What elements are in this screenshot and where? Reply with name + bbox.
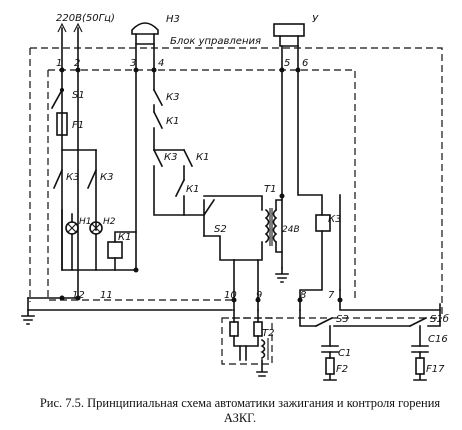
supply-label: 220В(50Гц) <box>56 13 115 24</box>
fuse-t2b <box>253 321 263 337</box>
fuse-f1 <box>56 112 68 136</box>
label-s3: S3 <box>336 314 349 325</box>
label-k3-coil: К3 <box>328 214 341 225</box>
fuse-t2a <box>229 321 239 337</box>
label-t2: Т2 <box>262 328 274 339</box>
terminal-11: 11 <box>100 290 113 301</box>
horn-h3-icon <box>131 22 159 45</box>
sensor-f17 <box>415 357 425 375</box>
y-wire-6 <box>297 45 323 216</box>
relay-coil-k3 <box>315 214 331 232</box>
t2-block-boundary <box>221 317 273 365</box>
contact-k1-mid <box>182 148 194 168</box>
label-h3: Н3 <box>166 14 180 25</box>
label-k3-mid: К3 <box>164 152 177 163</box>
label-k1-upper: К1 <box>166 116 179 127</box>
label-k1-lower: К1 <box>186 184 199 195</box>
circuit-diagram: 220В(50Гц) Блок управления Н3 У 1 2 3 4 … <box>21 13 449 381</box>
terminal-2: 2 <box>74 58 80 69</box>
terminal-8: 8 <box>300 290 306 301</box>
label-k3-right: К3 <box>100 172 113 183</box>
contact-k1-upper <box>152 110 164 130</box>
terminal-12: 12 <box>72 290 85 301</box>
capacitor-c1 <box>321 345 339 353</box>
label-k1-coil: К1 <box>118 232 131 243</box>
control-block-boundary <box>29 47 443 319</box>
sensor-f2 <box>325 357 335 375</box>
switch-s1 <box>50 88 64 110</box>
label-s2: S2 <box>214 224 227 235</box>
terminal-5: 5 <box>284 58 290 69</box>
label-s1: S1 <box>72 90 85 101</box>
label-s1b: S1б <box>430 313 449 325</box>
terminal-7: 7 <box>328 290 335 301</box>
label-24v: 24В <box>282 225 300 235</box>
label-k3-upper: К3 <box>166 92 179 103</box>
supply-wire-2 <box>27 27 79 299</box>
label-f2: F2 <box>336 364 348 375</box>
label-t1: Т1 <box>264 184 276 195</box>
switch-s2 <box>202 198 216 237</box>
block-label: Блок управления <box>170 36 261 47</box>
label-y: У <box>312 14 319 25</box>
figure-caption: Рис. 7.5. Принципиальная схема автоматик… <box>39 396 441 425</box>
terminal-4: 4 <box>158 58 164 69</box>
label-f17: F17 <box>426 364 445 375</box>
capacitor-c16 <box>411 345 429 353</box>
junction-dots <box>59 67 343 303</box>
label-k3-left: К3 <box>66 172 79 183</box>
contact-k3-left <box>52 168 64 190</box>
label-h2: Н2 <box>103 217 116 227</box>
label-f1: F1 <box>72 120 84 131</box>
ground-t1-icon <box>275 267 289 283</box>
device-y-icon <box>273 23 305 47</box>
contact-k1-lower <box>174 178 186 198</box>
label-c1: С1 <box>338 348 351 359</box>
terminal-9: 9 <box>256 290 262 301</box>
switch-s3 <box>314 316 334 328</box>
terminal-1: 1 <box>56 58 62 69</box>
ground-main-icon <box>21 297 35 325</box>
inner-block-boundary <box>47 69 356 301</box>
lamp-h1-icon <box>65 221 79 235</box>
label-h1: Н1 <box>79 217 92 227</box>
label-k1-mid: К1 <box>196 152 209 163</box>
relay-coil-k1 <box>107 241 123 259</box>
terminal-6: 6 <box>302 58 308 69</box>
terminal-3: 3 <box>130 58 136 69</box>
ground-t2-icon <box>256 359 268 377</box>
contact-k3-upper <box>152 88 164 107</box>
contact-k3-right <box>86 168 98 190</box>
contact-k3-mid <box>152 148 164 168</box>
terminal-10: 10 <box>224 290 237 301</box>
supply-arrow-1 <box>57 22 67 33</box>
supply-arrow-2 <box>73 22 83 33</box>
transformer-t2 <box>260 338 269 360</box>
transformer-t1 <box>264 208 278 246</box>
switch-s1b <box>408 316 428 328</box>
label-c16: С16 <box>428 334 448 345</box>
